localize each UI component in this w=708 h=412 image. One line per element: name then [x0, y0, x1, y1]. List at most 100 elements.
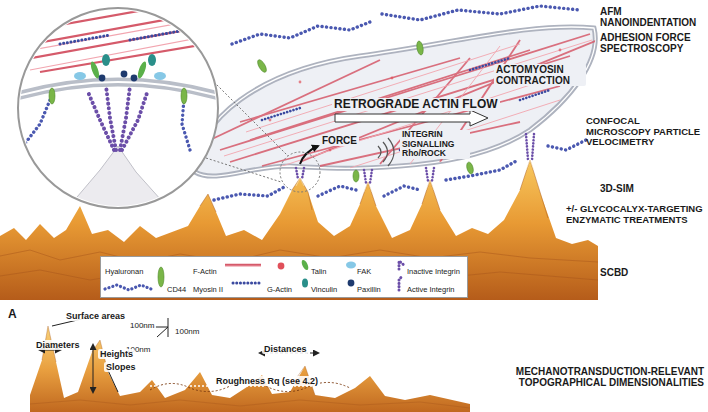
cd44-part: [416, 41, 424, 56]
actin-bundles-part: [224, 40, 592, 170]
zoom-content: [0, 0, 240, 210]
panel-caption: MECHANOTRANSDUCTION-RELEVANT TOPOGRAPHIC…: [470, 366, 704, 388]
force-label: FORCE: [320, 135, 359, 146]
zoom-content-part: [121, 71, 128, 78]
hyaluronan-chains-part: [548, 140, 586, 150]
legend-text-box: Talin: [311, 260, 326, 278]
zoom-content-part-part: [40, 40, 230, 72]
substrate-part-part: [364, 182, 372, 192]
actin-bundles-part-part: [329, 149, 332, 152]
legend-icon: [233, 283, 261, 284]
zoom-content-part: [181, 88, 187, 104]
legend-text: Active Integrin: [407, 286, 455, 294]
substrate-part-part: [200, 194, 216, 212]
actin-bundles-part: [210, 34, 598, 166]
method-label: ADHESION FORCE SPECTROSCOPY: [600, 32, 704, 54]
method-label-box: +/- GLYCOCALYX-TARGETING ENZYMATIC TREAT…: [566, 204, 704, 227]
integrin-adhesions-part: [432, 168, 434, 181]
zoom-content-part: [10, 82, 226, 98]
actin-bundles-part-part: [262, 108, 300, 120]
cd44-part: [256, 58, 268, 73]
dimension-label-box: Distances: [262, 338, 309, 356]
zoom-content-part-part: [10, 0, 200, 34]
dimension-label: Roughness Rq (see 4.2): [214, 376, 320, 386]
legend-icon: [346, 262, 356, 269]
signalling-arcs-part: [378, 146, 381, 158]
zoom-content-part: [60, 31, 180, 44]
legend-text: Talin: [311, 268, 326, 276]
topography-panel-part-part: [93, 345, 94, 392]
method-label: AFM NANOINDENTATION: [600, 6, 704, 28]
actin-bundles-part-part: [559, 49, 562, 52]
cd44-part: [353, 170, 359, 182]
zoom-content-part: [10, 82, 226, 98]
zoom-content-part: [131, 75, 138, 82]
legend-icon: [105, 285, 151, 290]
hyaluronan-chains-part: [446, 160, 518, 180]
actin-bundles-part-part: [391, 77, 394, 80]
method-label: +/- GLYCOCALYX-TARGETING ENZYMATIC TREAT…: [566, 204, 704, 225]
legend-text-box: CD44: [167, 278, 186, 296]
zoom-content-part: [49, 88, 55, 104]
legend-icon: [399, 276, 403, 290]
topography-panel-part-part: [157, 327, 168, 337]
force-arrow: [300, 146, 318, 164]
substrate-part-part: [422, 180, 440, 210]
cd44-part: [466, 161, 475, 174]
zoom-content-part: [20, 98, 190, 150]
integrin-adhesions-part: [364, 170, 366, 183]
dimension-label-box: Slopes: [104, 356, 138, 374]
zoom-content-part-part: [30, 32, 230, 70]
dimension-label: Surface areas: [64, 311, 127, 321]
zoom-content-part: [154, 72, 166, 80]
substrate-part-part: [426, 180, 434, 190]
substrate-part-part: [520, 160, 548, 218]
method-label-box: ADHESION FORCE SPECTROSCOPY: [600, 32, 704, 56]
legend-icon: [278, 263, 285, 270]
legend-text: Vinculin: [311, 286, 337, 294]
integrin-adhesions-part: [532, 134, 534, 160]
panel-letter-box: A: [8, 304, 17, 322]
dimension-label: Distances: [262, 344, 309, 354]
signalling-label-box: INTEGRIN SIGNALLING Rho/ROCK: [400, 130, 470, 160]
zoom-content-part-part: [60, 35, 110, 44]
dimension-label-box: Roughness Rq (see 4.2): [214, 370, 320, 388]
zoom-content-part: [88, 86, 148, 150]
integrin-adhesions-part: [526, 134, 528, 160]
panel-caption-box: MECHANOTRANSDUCTION-RELEVANT TOPOGRAPHIC…: [470, 366, 704, 390]
legend-icon: [158, 267, 164, 287]
legend-icon: [348, 280, 355, 287]
flow-arrow: [335, 110, 488, 126]
legend-box: HyaluronanCD44F-ActinMyosin IIG-ActinTal…: [100, 256, 468, 298]
dimension-label: Heights: [98, 349, 135, 359]
legend-icon: [225, 265, 261, 266]
panel-letter: A: [8, 308, 17, 321]
zoom-content-part-part: [130, 31, 180, 40]
actin-bundles-part-part: [299, 81, 302, 84]
legend-text: CD44: [167, 286, 186, 294]
zoom-content-part-part: [10, 22, 230, 62]
zoom-content-part: [136, 61, 148, 80]
legend-text: Hyaluronan: [105, 268, 143, 276]
hyaluronan-chains-part: [232, 22, 370, 44]
dimension-label: Slopes: [104, 362, 138, 372]
legend-text-box: Inactive Integrin: [407, 260, 460, 278]
zoom-content-part-part: [20, 100, 50, 150]
zoom-content-part-part: [106, 86, 116, 150]
zoom-content-part: [99, 75, 106, 82]
dimension-label-box: Heights: [98, 343, 135, 361]
substrate-part-part: [296, 178, 304, 186]
actin-bundles-part-part: [262, 86, 560, 166]
hyaluronan-chains-part: [318, 186, 356, 196]
actin-bundles-part-part: [250, 50, 530, 140]
legend-icon: [300, 259, 309, 271]
actin-bundles-part-part: [246, 44, 520, 132]
scale-label-box: 100nm: [173, 320, 201, 338]
legend-text: G-Actin: [267, 286, 292, 294]
zoom-content-part-part: [182, 98, 190, 150]
legend-icon: [399, 261, 404, 269]
method-label-box: 3D-SIM: [600, 178, 704, 196]
dimension-label-box: Diameters: [34, 334, 82, 352]
zoom-content-part-part: [122, 90, 148, 150]
